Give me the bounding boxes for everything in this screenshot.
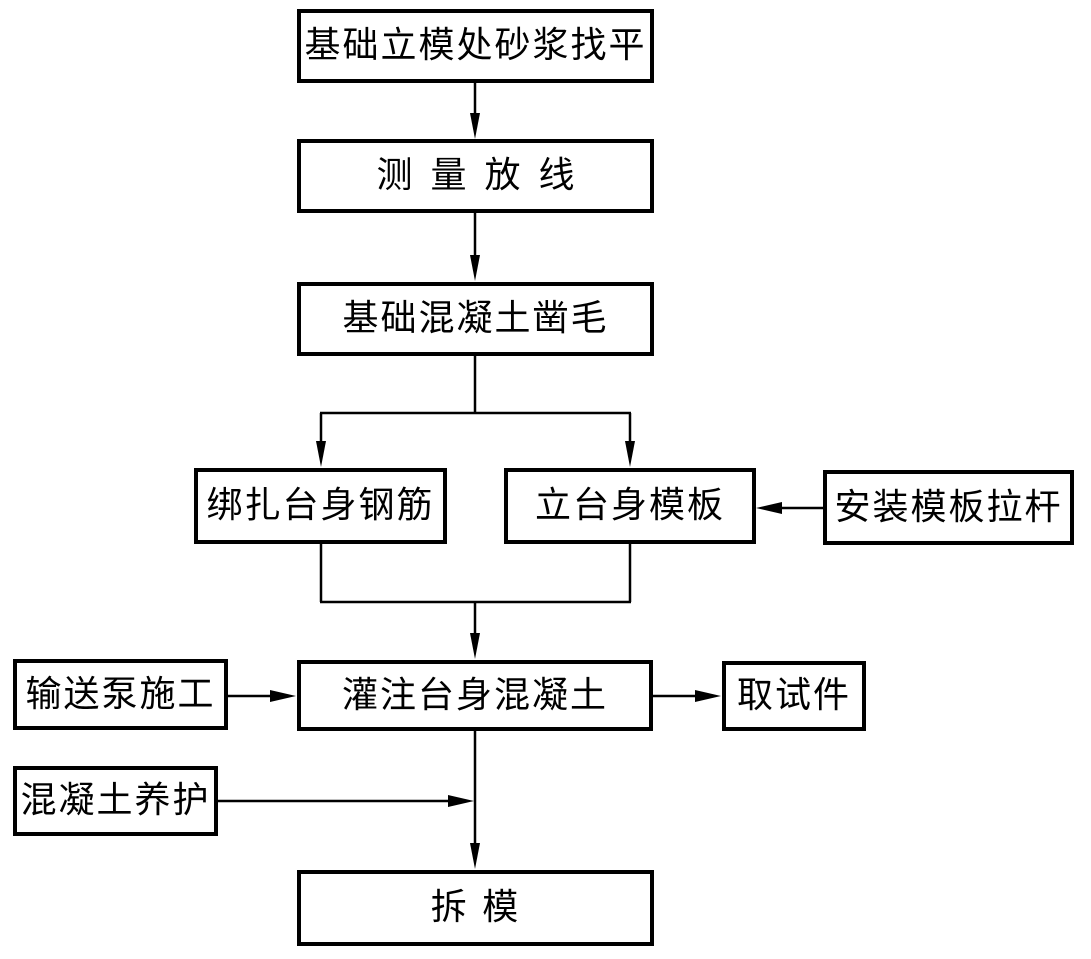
flow-node-pump-construction-label: 输送泵施工 [25,673,216,715]
arrow-survey-to-roughen [470,213,480,281]
flow-node-concrete-roughening: 基础混凝土凿毛 [297,282,654,356]
arrow-pour-to-specimen [653,690,721,702]
flow-node-install-tie-rods: 安装模板拉杆 [823,470,1074,545]
flow-node-pour-concrete-label: 灌注台身混凝土 [341,674,608,716]
flow-node-pump-construction: 输送泵施工 [13,659,228,730]
flow-node-concrete-roughening-label: 基础混凝土凿毛 [342,298,609,339]
flow-node-bind-rebar-label: 绑扎台身钢筋 [206,485,435,526]
arrow-tierod-to-formwork [756,502,823,514]
flow-node-mortar-leveling-label: 基础立模处砂浆找平 [304,25,647,66]
flow-node-erect-formwork: 立台身模板 [504,468,756,544]
flow-node-concrete-curing-label: 混凝土养护 [20,780,211,821]
arrow-roughen-split [316,356,635,467]
arrow-mortar-to-survey [470,83,480,139]
flow-node-bind-rebar: 绑扎台身钢筋 [194,468,447,544]
flow-node-pour-concrete: 灌注台身混凝土 [297,660,653,731]
arrow-pour-to-demold [470,731,480,869]
flow-node-install-tie-rods-label: 安装模板拉杆 [834,486,1063,528]
flow-node-survey-layout-label: 测量放线 [376,155,593,196]
flow-node-survey-layout: 测量放线 [297,139,654,213]
flow-node-formwork-removal: 拆 模 [297,870,654,946]
flow-node-concrete-curing: 混凝土养护 [13,766,218,836]
arrow-merge-to-pour [319,544,632,659]
flow-node-take-specimen: 取试件 [722,661,866,731]
flow-node-erect-formwork-label: 立台身模板 [534,485,725,526]
arrow-curing-to-line [218,795,474,807]
flow-node-formwork-removal-label: 拆 模 [430,887,521,928]
arrow-pump-to-pour [228,690,296,702]
flow-node-take-specimen-label: 取试件 [736,675,851,716]
flow-node-mortar-leveling: 基础立模处砂浆找平 [297,9,654,83]
